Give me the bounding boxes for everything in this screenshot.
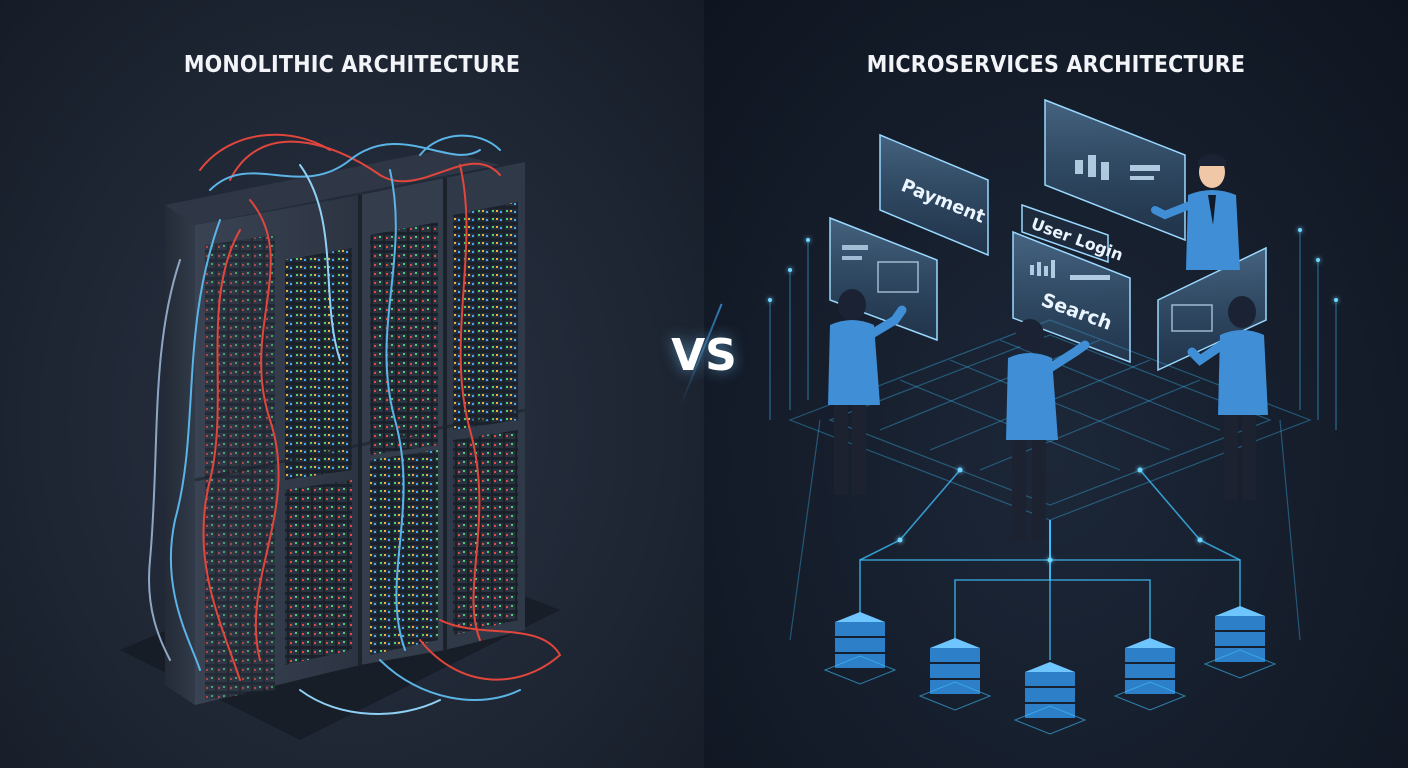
chart-icon [1075, 155, 1160, 180]
microservices-title: MICROSERVICES ARCHITECTURE [866, 52, 1246, 78]
engineer-right [1187, 296, 1268, 500]
light-streaks [769, 230, 1337, 430]
user-login-tag [1021, 203, 1109, 264]
database-node-icon [823, 606, 1277, 735]
chart-panel [1044, 98, 1186, 242]
network-links [859, 469, 1241, 660]
monolithic-title: MONOLITHIC ARCHITECTURE [183, 52, 521, 78]
engineer-center [1006, 319, 1090, 540]
search-panel [1012, 230, 1131, 364]
payment-panel [879, 133, 989, 257]
glow-dots [768, 228, 1338, 563]
tangled-cables [148, 133, 562, 715]
engineer-top-right [1151, 154, 1240, 270]
engineer-left [828, 289, 907, 495]
person-icon [828, 154, 1268, 540]
monolith-server-rack [120, 133, 562, 740]
vs-label: VS [671, 330, 737, 381]
holo-panels [829, 98, 1267, 372]
